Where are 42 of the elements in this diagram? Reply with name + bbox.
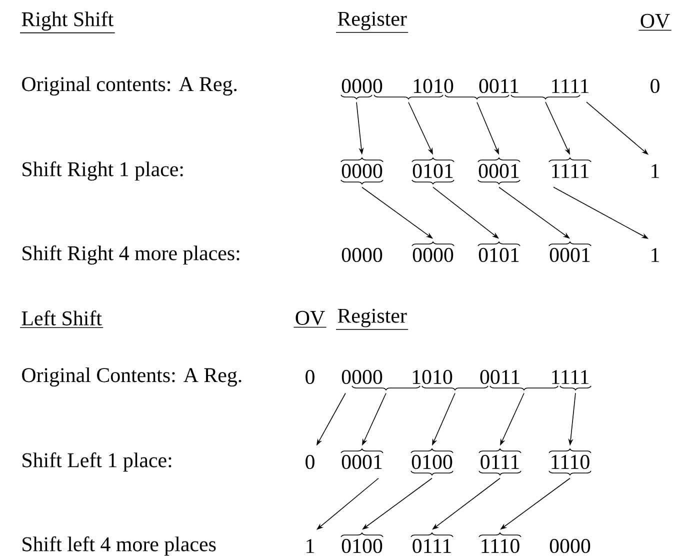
overflow-bit: 0 — [306, 370, 314, 384]
register-word: 0101 — [478, 248, 519, 262]
heading: OV — [293, 310, 327, 328]
register-word: 0000 — [342, 248, 382, 262]
overflow-bit: 0 — [306, 454, 314, 470]
row-label: Original contents: A Reg. — [22, 76, 237, 96]
heading: Left Shift — [20, 310, 104, 328]
register-word: 0111 — [480, 454, 519, 470]
row-label: Shift Right 4 more places: — [22, 245, 240, 265]
overflow-bit: 1 — [652, 248, 659, 262]
heading: Register — [336, 12, 409, 33]
register-word: 1010 — [412, 370, 452, 384]
register-word: 0111 — [412, 538, 451, 554]
register-word: 1110 — [482, 538, 520, 554]
register-word: 1110 — [552, 454, 590, 470]
register-word: 0011 — [479, 78, 518, 94]
heading: OV — [638, 14, 672, 31]
register-word: 0100 — [342, 538, 382, 554]
register-word: 1111 — [552, 164, 588, 178]
heading: Right Shift — [20, 11, 116, 34]
register-word: 0011 — [480, 370, 520, 384]
register-word: 1010 — [414, 78, 454, 94]
heading: Register — [336, 308, 409, 330]
register-word: 0001 — [478, 164, 519, 178]
register-word: 0000 — [342, 78, 382, 94]
overflow-bit: 0 — [650, 78, 660, 94]
register-word: 0000 — [342, 164, 382, 178]
register-word: 0000 — [550, 538, 590, 554]
overflow-bit: 1 — [652, 164, 659, 178]
register-word: 1111 — [552, 370, 588, 384]
register-word: 0100 — [412, 454, 452, 470]
register-word: 1111 — [552, 79, 588, 93]
row-label: Shift Left 1 place: — [22, 452, 172, 472]
register-word: 0101 — [412, 164, 453, 178]
register-word: 0001 — [550, 248, 590, 262]
row-label: Shift Right 1 place: — [22, 161, 183, 181]
overflow-bit: 1 — [306, 539, 314, 553]
row-label: Shift left 4 more places — [22, 536, 216, 556]
row-label: Original Contents: A Reg. — [22, 367, 242, 386]
register-word: 0000 — [342, 370, 382, 384]
register-word: 0000 — [412, 248, 454, 262]
register-word: 0001 — [342, 454, 382, 470]
